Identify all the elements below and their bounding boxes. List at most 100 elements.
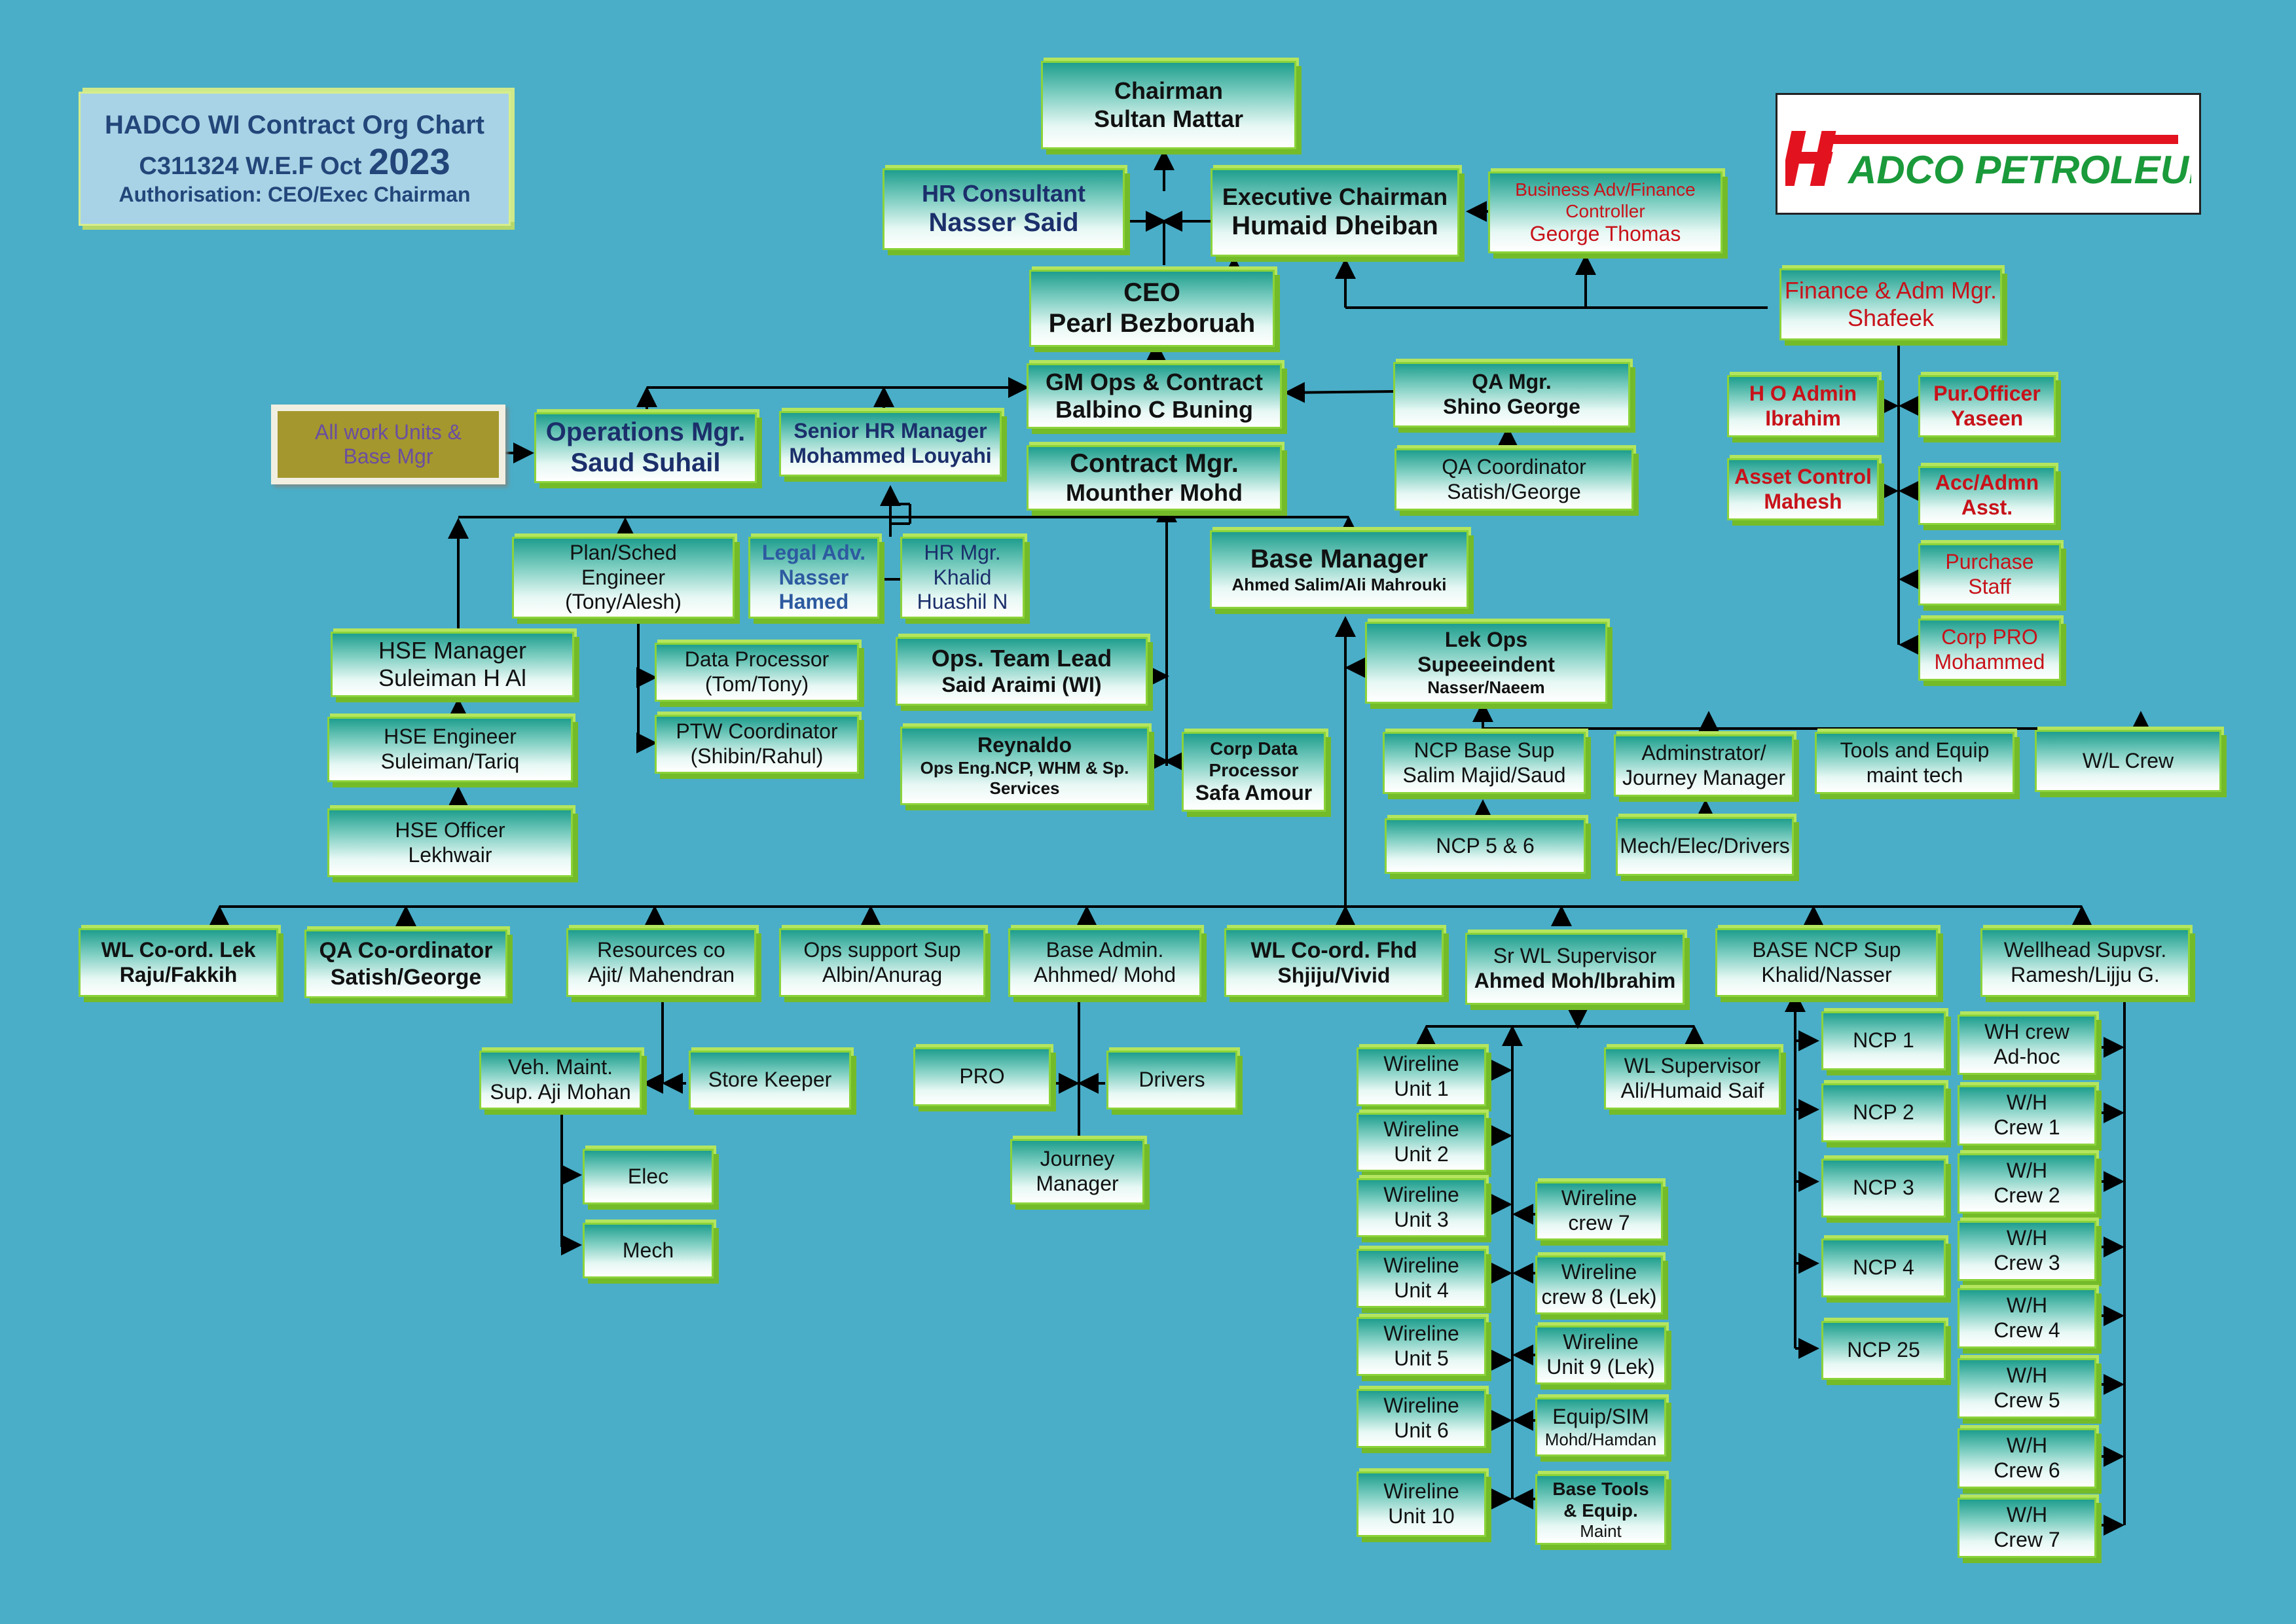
node-exec-chairman: Executive Chairman Humaid Dheiban: [1211, 168, 1459, 257]
logo-mark-icon: ADCO PETROLEUM: [1785, 131, 2191, 192]
node-elec: Elec: [583, 1149, 714, 1204]
node-title2: Crew 1: [1994, 1115, 2060, 1139]
node-wl-supervisor: WL Supervisor Ali/Humaid Saif: [1604, 1047, 1781, 1110]
node-person: Mohammed: [1934, 649, 2045, 674]
node-title: Acc/Admn: [1935, 471, 2039, 495]
node-journey-manager: Journey Manager: [1010, 1139, 1144, 1204]
node-person: Ahmed Salim/Ali Mahrouki: [1231, 575, 1447, 595]
node-title: Data Processor: [684, 647, 829, 672]
node-hr-consultant: HR Consultant Nasser Said: [883, 168, 1125, 250]
node-person: Lekhwair: [408, 842, 492, 867]
node-title: Wireline: [1383, 1183, 1459, 1207]
node-title: WH crew: [1984, 1020, 2069, 1044]
contract-ref: C311324 W.E.F Oct 2023: [139, 140, 450, 183]
node-person: Asst.: [1961, 496, 2013, 519]
node-title: BASE NCP Sup: [1752, 937, 1901, 962]
node-resources-co: Resources co Ajit/ Mahendran: [566, 928, 756, 997]
node-sr-wl-supervisor: Sr WL Supervisor Ahmed Moh/Ibrahim: [1465, 933, 1685, 1005]
node-title: HR Consultant: [922, 179, 1085, 207]
node-title: W/H: [2006, 1503, 2048, 1527]
node-title: Purchase: [1945, 549, 2034, 573]
node-title: Senior HR Manager: [793, 419, 987, 443]
chart-title-block: HADCO WI Contract Org Chart C311324 W.E.…: [79, 92, 511, 226]
node-title2: Controller: [1565, 200, 1645, 221]
node-wh-crew-7: W/H Crew 7: [1958, 1498, 2096, 1558]
node-wireline-unit-6: Wireline Unit 6: [1357, 1389, 1486, 1448]
node-senior-hr: Senior HR Manager Mohammed Louyahi: [779, 411, 1002, 477]
node-title: Ops. Team Lead: [931, 645, 1112, 672]
node-person: Suleiman/Tariq: [380, 749, 520, 773]
node-person: Humaid Dheiban: [1231, 211, 1438, 241]
node-wl-coord-lek: WL Co-ord. Lek Raju/Fakkih: [79, 928, 278, 997]
node-ncp-5-6: NCP 5 & 6: [1385, 818, 1586, 874]
node-title2: Manager: [1036, 1172, 1119, 1195]
node-title: Base Manager: [1250, 545, 1429, 574]
node-title2: Unit 2: [1394, 1142, 1449, 1166]
node-person: Sultan Mattar: [1093, 105, 1244, 132]
node-title: Wireline: [1383, 1479, 1459, 1504]
node-plan-sched: Plan/Sched Engineer (Tony/Alesh): [512, 537, 735, 619]
node-equip-sim: Equip/SIM Mohd/Hamdan: [1535, 1398, 1666, 1456]
node-business-adv: Business Adv/Finance Controller George T…: [1488, 171, 1722, 253]
node-person: (Tom/Tony): [704, 672, 809, 696]
node-gm-ops: GM Ops & Contract Balbino C Buning: [1027, 363, 1282, 429]
node-title: W/L Crew: [2082, 748, 2174, 772]
node-title: Equip/SIM: [1552, 1404, 1649, 1428]
node-wireline-unit-2: Wireline Unit 2: [1357, 1113, 1486, 1172]
node-title2: crew 7: [1568, 1211, 1630, 1235]
node-contract-mgr: Contract Mgr. Mounther Mohd: [1027, 445, 1282, 511]
node-title: Wireline: [1561, 1186, 1637, 1210]
node-base-manager: Base Manager Ahmed Salim/Ali Mahrouki: [1210, 530, 1468, 609]
node-pro: PRO: [913, 1047, 1051, 1106]
node-wh-crew-1: W/H Crew 1: [1958, 1085, 2096, 1146]
node-finance-adm: Finance & Adm Mgr. Shafeek: [1779, 268, 2002, 340]
node-person: Shafeek: [1847, 304, 1935, 331]
node-title2: Unit 10: [1388, 1504, 1455, 1528]
node-title2: Crew 7: [1994, 1528, 2060, 1551]
node-asset-control: Asset Control Mahesh: [1727, 458, 1879, 520]
node-title2: Unit 9 (Lek): [1546, 1355, 1655, 1379]
node-person: Ahhmed/ Mohd: [1033, 962, 1176, 986]
node-base-tools: Base Tools & Equip. Maint: [1535, 1474, 1666, 1545]
node-title: Base Admin.: [1046, 937, 1164, 962]
node-mech: Mech: [583, 1223, 714, 1278]
node-person: (Tony/Alesh): [565, 590, 682, 614]
node-ops-support: Ops support Sup Albin/Anurag: [779, 928, 985, 997]
node-lek-ops: Lek Ops Supeeeindent Nasser/Naeem: [1365, 622, 1607, 704]
node-person: Ahmed Moh/Ibrahim: [1474, 969, 1676, 992]
node-title2: Ad-hoc: [1994, 1045, 2060, 1068]
node-wireline-unit-4: Wireline Unit 4: [1357, 1249, 1486, 1308]
node-person: Said Araimi (WI): [941, 672, 1102, 696]
node-title: Corp Data: [1210, 738, 1298, 759]
node-title: HSE Manager: [378, 636, 527, 664]
node-wireline-crew-7: Wireline crew 7: [1535, 1182, 1663, 1240]
node-title: W/H: [2006, 1293, 2048, 1318]
node-title: Wireline: [1561, 1260, 1637, 1284]
node-title2: maint tech: [1866, 763, 1963, 787]
node-drivers: Drivers: [1106, 1051, 1237, 1110]
node-person: Safa Amour: [1195, 781, 1313, 805]
node-ncp-25: NCP 25: [1821, 1321, 1946, 1380]
node-person: Ibrahim: [1765, 406, 1841, 430]
node-title: W/H: [2006, 1434, 2048, 1458]
node-title: Elec: [627, 1164, 669, 1188]
node-person: Mohd/Hamdan: [1544, 1429, 1657, 1449]
node-person: Suleiman H Al: [378, 664, 527, 691]
node-title2: Crew 3: [1994, 1251, 2060, 1274]
node-ncp-2: NCP 2: [1821, 1083, 1946, 1142]
node-person: Ajit/ Mahendran: [587, 962, 735, 986]
node-wl-coord-fhd: WL Co-ord. Fhd Shjiju/Vivid: [1224, 928, 1444, 997]
node-hse-officer: HSE Officer Lekhwair: [327, 808, 573, 877]
node-title: Wireline: [1383, 1117, 1459, 1142]
node-title: NCP Base Sup: [1413, 738, 1555, 762]
node-title: Base Tools: [1552, 1478, 1649, 1499]
node-title: Lek Ops: [1444, 628, 1528, 652]
node-title: CEO: [1123, 278, 1180, 307]
node-title: Legal Adv.: [761, 540, 866, 564]
node-title2: & Equip.: [1563, 1500, 1638, 1521]
node-title: HSE Officer: [395, 818, 505, 842]
node-title2: Staff: [1968, 574, 2011, 598]
node-data-processor: Data Processor (Tom/Tony): [655, 643, 859, 702]
node-title: Corp PRO: [1941, 624, 2038, 649]
